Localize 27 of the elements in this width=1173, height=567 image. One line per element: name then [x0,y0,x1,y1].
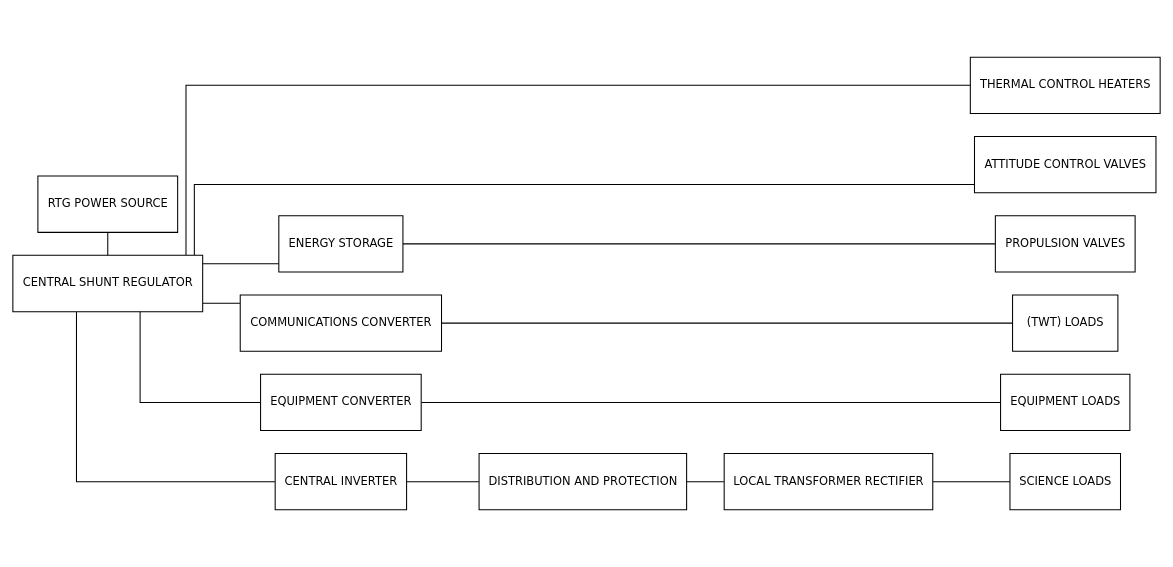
connector [75,311,276,483]
node-box: ATTITUDE CONTROL VALVES [973,135,1157,194]
node-box: THERMAL CONTROL HEATERS [969,56,1161,114]
connector [441,322,1013,324]
connector [185,84,971,256]
node-box: EQUIPMENT CONVERTER [260,373,422,432]
node-box: EQUIPMENT LOADS [1000,373,1131,432]
connector [932,481,1011,483]
connector [139,311,261,403]
node-box: (TWT) LOADS [1012,294,1119,352]
node-box: LOCAL TRANSFORMER RECTIFIER [723,453,934,511]
connector [202,263,280,265]
connector [421,401,1002,403]
connector [202,302,241,304]
node-box: DISTRIBUTION AND PROTECTION [478,453,688,511]
node-box: COMMUNICATIONS CONVERTER [239,294,443,352]
node-box: RTG POWER SOURCE [37,175,179,233]
connector [686,481,725,483]
node-box: PROPULSION VALVES [994,215,1136,273]
connector [406,481,480,483]
connector [107,231,109,256]
connector [402,243,996,245]
node-box: ENERGY STORAGE [278,215,404,273]
node-box: CENTRAL SHUNT REGULATOR [12,254,204,313]
connector [193,183,975,256]
node-box: SCIENCE LOADS [1009,453,1122,511]
node-box: CENTRAL INVERTER [274,453,408,511]
